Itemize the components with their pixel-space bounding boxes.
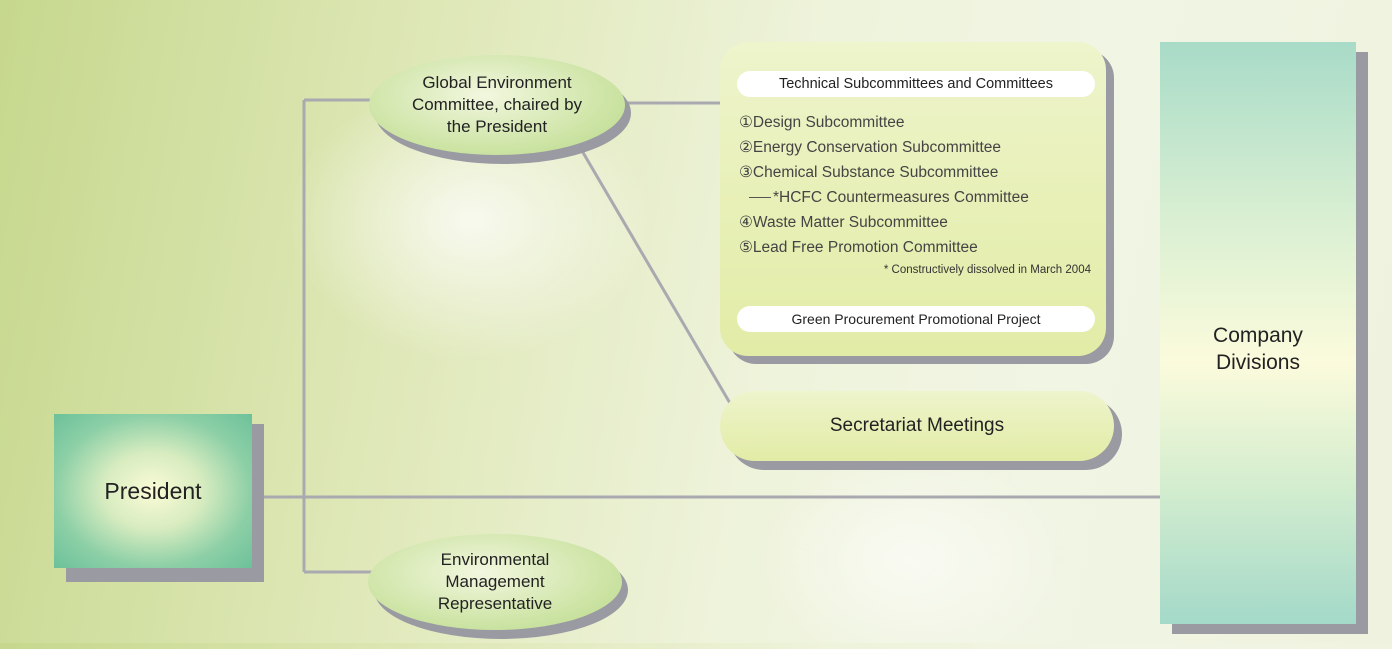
env-rep-line-2: Management xyxy=(445,572,545,591)
global-committee-line-1: Global Environment xyxy=(422,73,572,92)
technical-subcommittees-box: Technical Subcommittees and Committees ①… xyxy=(720,42,1106,356)
technical-heading: Technical Subcommittees and Committees xyxy=(737,71,1095,97)
connector-lines xyxy=(252,98,1160,574)
env-rep-line-1: Environmental xyxy=(440,550,550,569)
committee-hcfc-label: *HCFC Countermeasures Committee xyxy=(773,189,1029,206)
company-line-2: Divisions xyxy=(1215,351,1300,374)
company-line-1: Company xyxy=(1213,324,1303,347)
sub-item-dash xyxy=(749,197,771,199)
global-committee-line-3: the President xyxy=(446,117,548,136)
committee-hcfc: *HCFC Countermeasures Committee xyxy=(739,185,1099,210)
subcommittee-chemical: ③Chemical Substance Subcommittee xyxy=(739,164,999,181)
global-environment-committee: Global Environment Committee, chaired by… xyxy=(369,55,625,155)
secretariat-label: Secretariat Meetings xyxy=(829,415,1005,436)
company-divisions-box: Company Divisions xyxy=(1160,42,1356,624)
subcommittee-energy: ②Energy Conservation Subcommittee xyxy=(739,139,1002,156)
subcommittee-list: ①Design Subcommittee ②Energy Conservatio… xyxy=(739,110,1099,280)
green-procurement-project: Green Procurement Promotional Project xyxy=(737,306,1095,332)
president-box: President xyxy=(54,414,252,568)
subcommittee-design: ①Design Subcommittee xyxy=(739,114,905,131)
president-label: President xyxy=(104,477,202,504)
env-rep-line-3: Representative xyxy=(437,594,553,613)
committee-lead-free: ⑤Lead Free Promotion Committee xyxy=(739,239,978,256)
dissolved-note: * Constructively dissolved in March 2004 xyxy=(883,264,1091,276)
diagram-canvas: President Global Environment Committee, … xyxy=(6,6,1386,639)
secretariat-meetings-box: Secretariat Meetings xyxy=(720,391,1114,461)
connector-committee-to-secretariat xyxy=(576,143,736,411)
global-committee-line-2: Committee, chaired by xyxy=(411,95,583,114)
subcommittee-waste: ④Waste Matter Subcommittee xyxy=(739,214,948,231)
environmental-management-representative: Environmental Management Representative xyxy=(368,534,622,630)
